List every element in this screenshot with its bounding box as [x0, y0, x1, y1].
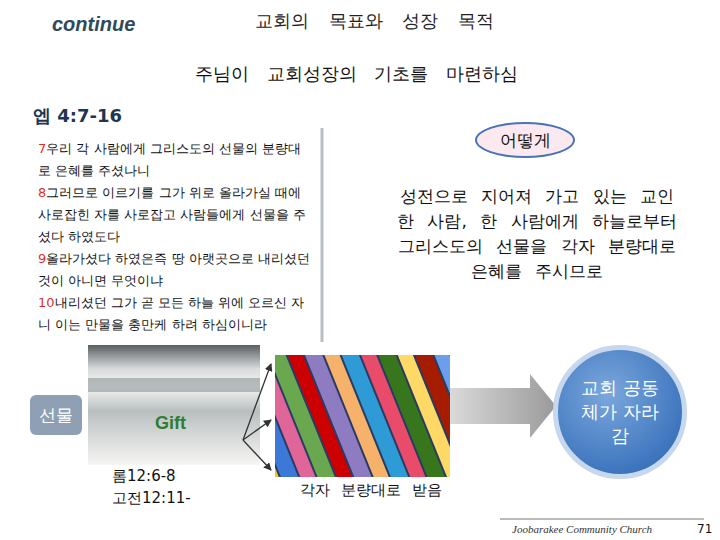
oval-callout: 어떻게 — [475, 122, 575, 158]
divider — [321, 128, 324, 342]
verse: 10내리셨던 그가 곧 모든 하늘 위에 오르신 자니 이는 만물을 충만케 하… — [38, 292, 312, 336]
gift-box: 선물 — [30, 395, 82, 435]
node-text: 선물 — [39, 404, 73, 427]
ties-picture — [275, 355, 450, 477]
bible-reference: 고전12:11- — [112, 489, 191, 508]
footer-church: Joobarakee Community Church — [512, 523, 652, 535]
verse-number: 10 — [38, 295, 55, 310]
gift-horizon — [88, 378, 260, 392]
verse-number: 8 — [38, 185, 46, 200]
verse-text: 올라가셨다 하였은즉 땅 아랫곳으로 내리셨던 것이 아니면 무엇이냐 — [38, 251, 310, 288]
explanation: 성전으로 지어져 가고 있는 교인 한 사람, 한 사람에게 하늘로부터 그리스… — [392, 184, 682, 284]
node-text: 어떻게 — [500, 129, 551, 152]
fan-arrow — [243, 364, 271, 440]
scripture-text: 7우리 각 사람에게 그리스도의 선물의 분량대로 은혜를 주셨나니8그러므로 … — [38, 138, 312, 336]
verse-text: 그러므로 이르기를 그가 위로 올라가실 때에 사로잡힌 자를 사로잡고 사람들… — [38, 185, 306, 244]
verse: 9올라가셨다 하였은즉 땅 아랫곳으로 내리셨던 것이 아니면 무엇이냐 — [38, 248, 312, 292]
subtitle: 주님이 교회성장의 기초를 마련하심 — [195, 62, 518, 86]
caption-note: 각자 분량대로 받음 — [300, 481, 442, 500]
verse-number: 9 — [38, 251, 46, 266]
verse: 7우리 각 사람에게 그리스도의 선물의 분량대로 은혜를 주셨나니 — [38, 138, 312, 182]
fan-arrow — [243, 420, 271, 440]
slide-title: 교회의 목표와 성장 목적 — [255, 9, 494, 33]
gift-picture — [88, 345, 260, 465]
verse-number: 7 — [38, 141, 46, 156]
footer-rule — [500, 519, 704, 520]
growth-circle: 교회 공동체가 자라감 — [553, 345, 687, 479]
page-number: 71 — [697, 522, 712, 536]
scripture-ref: 엡 4:7-16 — [33, 104, 122, 128]
header-word: continue — [52, 13, 135, 36]
verse-text: 내리셨던 그가 곧 모든 하늘 위에 오르신 자니 이는 만물을 충만케 하려 … — [38, 295, 304, 332]
fan-arrow — [243, 440, 271, 470]
verse-text: 우리 각 사람에게 그리스도의 선물의 분량대로 은혜를 주셨나니 — [38, 141, 301, 178]
verse: 8그러므로 이르기를 그가 위로 올라가실 때에 사로잡힌 자를 사로잡고 사람… — [38, 182, 312, 248]
picture-word: Gift — [155, 413, 186, 434]
bible-reference: 롬12:6-8 — [112, 467, 176, 486]
node-text: 교회 공동체가 자라감 — [575, 376, 665, 449]
